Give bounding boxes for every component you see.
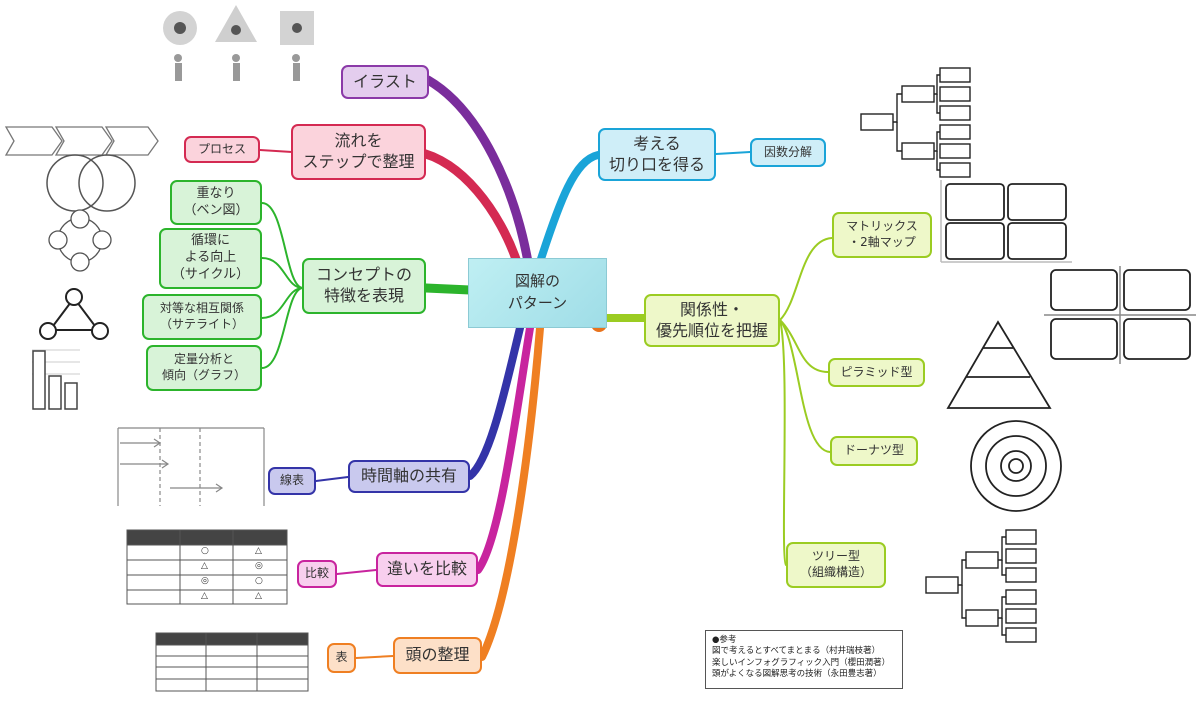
topic-flow[interactable]: 流れを ステップで整理 [291,124,426,180]
connector-flow-process [259,149,293,153]
compare-mark: ◎ [255,561,263,571]
satellite-icon [39,288,109,340]
subtopic-satellite[interactable]: 対等な相互関係 （サテライト） [142,294,262,340]
compare-mark: ◎ [201,576,209,586]
subtopic-cycle[interactable]: 循環に よる向上 （サイクル） [159,228,262,289]
axis-map-icon [1044,266,1196,364]
matrix-icon [940,180,1072,263]
subtopic-factor[interactable]: 因数分解 [750,138,826,167]
connector-concept [261,202,304,369]
compare-mark: ○ [201,546,209,556]
connector-compare-sub [336,569,377,575]
connector-relation-sub [779,237,833,566]
process-chevrons-icon [4,126,159,156]
compare-table-row: ◎ ○ [127,576,287,591]
subtopic-tree[interactable]: ツリー型 （組織構造） [786,542,886,588]
connector-time-line [315,476,349,482]
compare-table-row: ○ △ [127,546,287,561]
subtopic-matrix[interactable]: マトリックス ・2軸マップ [832,212,932,258]
bar-graph-icon [32,349,80,410]
subtopic-comparison[interactable]: 比較 [297,560,337,588]
pyramid-icon [946,320,1052,409]
topic-relation[interactable]: 関係性・ 優先順位を把握 [644,294,780,347]
topic-think[interactable]: 考える 切り口を得る [598,128,716,181]
branch-illust [423,75,533,267]
reference-box: ●参考 図で考えるとすべてまとまる（村井瑞枝著） 楽しいインフォグラフィック入門… [705,630,903,689]
subtopic-pyramid[interactable]: ピラミッド型 [828,358,925,387]
illust-shapes-icon [163,5,314,81]
timeline-chart-icon [117,427,265,506]
central-topic[interactable]: 図解の パターン [468,258,607,328]
branch-organize [478,324,544,661]
topic-compare[interactable]: 違いを比較 [376,552,478,587]
reference-heading: ●参考 [712,635,737,645]
topic-time[interactable]: 時間軸の共有 [348,460,470,493]
org-tree-icon [925,529,1037,643]
subtopic-donut[interactable]: ドーナツ型 [830,436,918,466]
reference-line: 頭がよくなる図解思考の技術（永田豊志著） [712,669,882,680]
donut-icon [970,420,1062,512]
subtopic-graph[interactable]: 定量分析と 傾向（グラフ） [146,345,262,391]
compare-mark: △ [201,591,208,601]
branch-compare [474,324,534,574]
branch-flow [413,147,523,270]
cycle-icon [48,209,112,272]
compare-mark: △ [255,591,262,601]
connector-organize-sub [355,655,394,659]
compare-mark: △ [201,561,208,571]
factor-tree-icon [860,67,971,178]
compare-table-row: △ △ [127,591,287,606]
venn-icon [46,154,136,212]
compare-mark: ○ [255,576,263,586]
topic-organize[interactable]: 頭の整理 [393,637,482,674]
subtopic-timeline[interactable]: 線表 [268,467,316,495]
subtopic-venn[interactable]: 重なり （ベン図） [170,180,262,225]
data-table-icon [155,632,309,692]
subtopic-process[interactable]: プロセス [184,136,260,163]
reference-line: 図で考えるとすべてまとまる（村井瑞枝著） [712,646,881,657]
branch-concept [421,283,475,295]
compare-table-row: △ ◎ [127,561,287,576]
branch-time [466,324,524,480]
topic-illust[interactable]: イラスト [341,65,429,99]
subtopic-table[interactable]: 表 [327,643,356,673]
compare-table-icon [126,529,288,605]
reference-line: 楽しいインフォグラフィック入門（櫻田潤著） [712,657,891,668]
topic-concept[interactable]: コンセプトの 特徴を表現 [302,258,426,314]
branch-think [536,151,602,266]
compare-mark: △ [255,546,262,556]
connector-think-sub [715,151,751,155]
